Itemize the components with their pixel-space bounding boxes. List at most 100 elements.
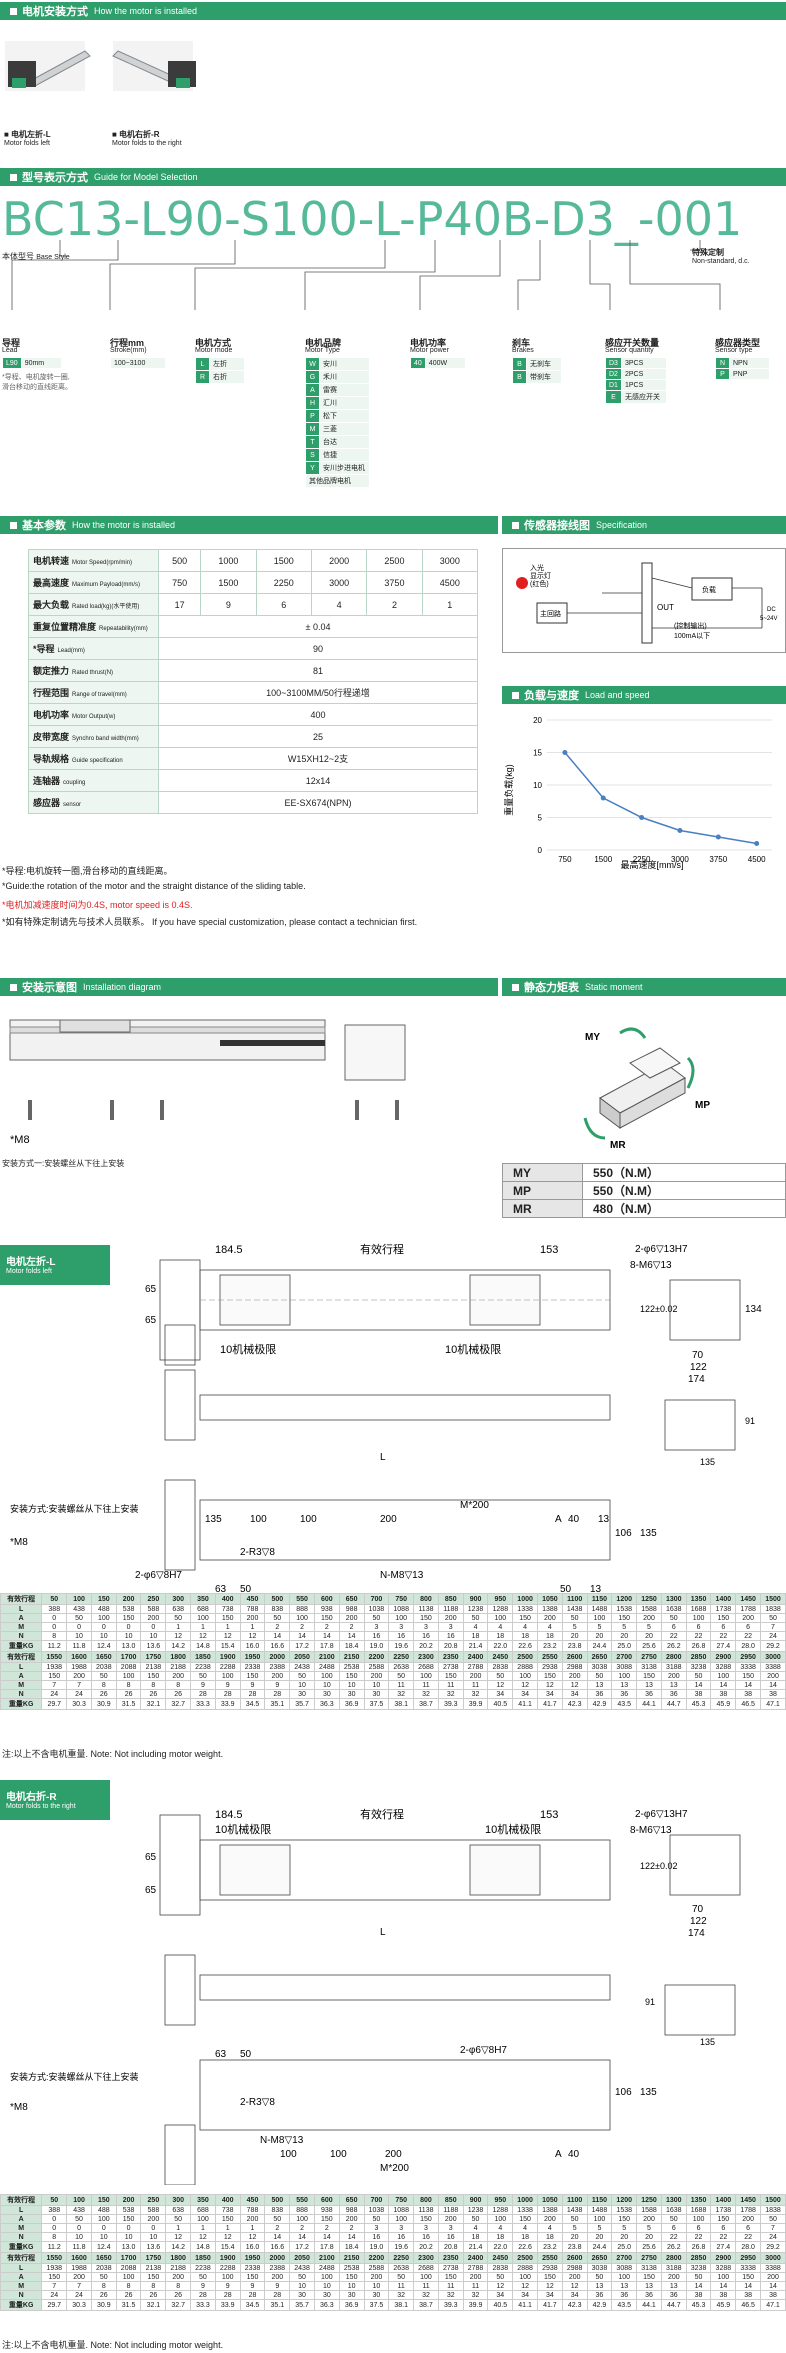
dim-cell: 8 (165, 1680, 192, 1690)
dim-cell: 50 (165, 2214, 192, 2224)
dim-cell: 1700 (115, 1651, 142, 1663)
dim-cell: 638 (165, 2205, 192, 2215)
dim-cell: 1550 (41, 2252, 68, 2264)
dim-cell: 1138 (413, 1604, 439, 1614)
dim-cell: 26.8 (685, 2241, 712, 2253)
dim-cell: 17.2 (289, 1640, 315, 1652)
dim-cell: 44.7 (660, 2299, 687, 2311)
dim-cell: 150 (90, 1593, 117, 1605)
dim-cell: 12 (214, 2232, 241, 2242)
dim-cell: 30.9 (90, 2299, 117, 2311)
dim-cell: 2250 (388, 2252, 415, 2264)
dim-cell: 1350 (685, 1593, 712, 1605)
dim-cell: 6 (710, 1622, 737, 1632)
dim-cell: 34.5 (239, 1698, 266, 1710)
svg-text:安装方式:安装螺丝从下往上安装: 安装方式:安装螺丝从下往上安装 (10, 1503, 139, 1514)
dim-cell: 2138 (140, 2263, 167, 2273)
dim-cell: 2688 (413, 1662, 439, 1672)
motor-right-label: ■ 电机右折-R (112, 130, 160, 139)
dim-cell: 47.1 (760, 2299, 786, 2311)
dim-cell: 100 (66, 1593, 92, 1605)
dim-cell: 16 (388, 1631, 415, 1641)
svg-text:入光: 入光 (530, 563, 544, 572)
dim-cell: 2650 (586, 2252, 613, 2264)
dim-cell: 2300 (413, 1651, 439, 1663)
data-point (562, 750, 568, 755)
sensor-type-label: 感应器类型 (715, 338, 761, 348)
dim-cell: 1450 (735, 1593, 762, 1605)
dim-cell: 800 (413, 1593, 439, 1605)
motor-right-image (112, 41, 196, 91)
dim-cell: 0 (41, 2223, 68, 2233)
dim-cell: 22 (660, 2232, 687, 2242)
dim-cell: 50 (388, 2272, 415, 2282)
svg-text:*M8: *M8 (10, 1134, 30, 1146)
dim-cell: 200 (735, 2214, 762, 2224)
dim-cell: 13.0 (115, 1640, 142, 1652)
dim-cell: 32 (462, 1689, 489, 1699)
dim-cell: 500 (264, 2194, 291, 2206)
dim-cell: 12 (561, 2281, 588, 2291)
dim-cell: N (0, 1631, 43, 1641)
dim-cell: 1800 (165, 2252, 192, 2264)
motor-mode-label-en: Motor mode (195, 347, 233, 354)
dim-cell: 25.0 (611, 2241, 638, 2253)
svg-text:100mA以下: 100mA以下 (674, 632, 710, 640)
dim-cell: 150 (437, 1671, 464, 1681)
dim-cell: 24 (66, 2290, 92, 2300)
x-tick-label: 3000 (671, 855, 689, 864)
svg-text:8-M6▽13: 8-M6▽13 (630, 1260, 672, 1271)
dim-cell: 6 (735, 1622, 762, 1632)
dim-cell: 150 (512, 2214, 538, 2224)
dim-cell: 2 (338, 2223, 365, 2233)
motor-right-label-en: Motor folds to the right (112, 140, 182, 147)
svg-text:负载: 负载 (702, 585, 716, 594)
dim-cell: 12 (190, 2232, 216, 2242)
dim-cell: 9 (190, 1680, 216, 1690)
dim-cell: 11.2 (41, 1640, 68, 1652)
dim-cell: 35.7 (289, 1698, 315, 1710)
svg-text:91: 91 (645, 1997, 655, 2007)
dim-cell: 550 (289, 2194, 315, 2206)
dim-cell: 2850 (685, 2252, 712, 2264)
dim-cell: 7 (760, 2223, 786, 2233)
svg-text:MR: MR (610, 1140, 626, 1151)
lead-note: *导程、电机旋转一圈,滑台移动的直线距离。 (2, 374, 72, 391)
dim-cell: 988 (338, 1604, 365, 1614)
dim-cell: 1900 (214, 2252, 241, 2264)
dim-cell: 3088 (611, 2263, 638, 2273)
dim-cell: 2800 (660, 1651, 687, 1663)
svg-text:184.5: 184.5 (215, 1244, 243, 1256)
dim-cell: 2350 (437, 1651, 464, 1663)
dim-cell: 800 (413, 2194, 439, 2206)
dim-cell: 350 (190, 2194, 216, 2206)
dim-cell: 22.6 (512, 1640, 538, 1652)
dim-cell: 2500 (512, 1651, 538, 1663)
dim-cell: 13.0 (115, 2241, 142, 2253)
dim-cell: 500 (264, 1593, 291, 1605)
dim-cell: 100 (66, 2194, 92, 2206)
dim-cell: 13 (611, 1680, 638, 1690)
chart-ylabel: 重量负载(kg) (503, 764, 514, 816)
dim-cell: 18 (462, 1631, 489, 1641)
svg-text:2-φ6▽13H7: 2-φ6▽13H7 (635, 1809, 688, 1820)
dim-cell: 550 (289, 1593, 315, 1605)
dim-cell: 2888 (512, 2263, 538, 2273)
dim-cell: 1588 (636, 2205, 662, 2215)
brand-label-en: Motor Type (305, 347, 340, 354)
dim-cell: 200 (66, 2272, 92, 2282)
dim-cell: 100 (90, 1613, 117, 1623)
dim-cell: 150 (313, 1613, 340, 1623)
dim-cell: 29.7 (41, 1698, 68, 1710)
right-fold-drawing: 184.5 有效行程 153 10机械极限 10机械极限 65 65 L 2-φ… (10, 1807, 741, 2185)
dim-cell: 1850 (190, 1651, 216, 1663)
dim-cell: 950 (487, 1593, 514, 1605)
dim-cell: 15.4 (214, 1640, 241, 1652)
